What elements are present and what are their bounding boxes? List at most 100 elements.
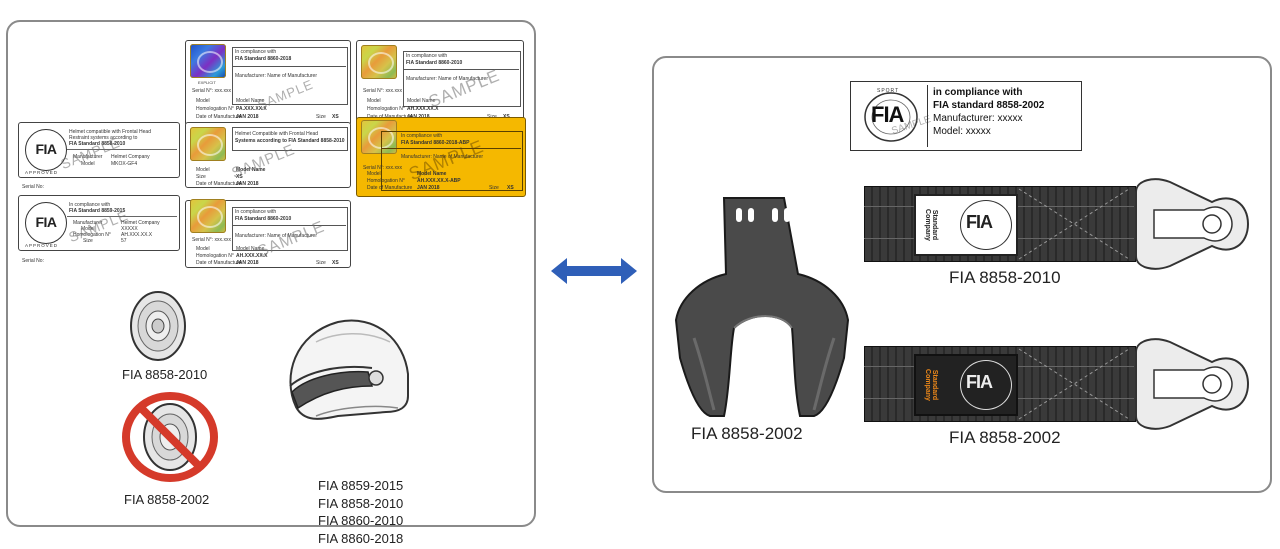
label-c-serial: Serial No: <box>22 184 44 190</box>
label-f-mfr-val: Helmet Company <box>121 220 160 226</box>
label-a-serial: Serial N°: xxx.xxx <box>192 88 231 94</box>
label-g-serial: Serial N°: xxx.xxx <box>192 237 231 243</box>
label-d-line2: Systems according to FIA Standard 8858-2… <box>235 138 345 144</box>
label-g-size-val: XS <box>332 260 339 266</box>
label-b-homol-key: Homologation N° <box>367 106 405 112</box>
label-a-homol-key: Homologation N° <box>196 106 234 112</box>
label-e-line3: Manufacturer: Name of Manufacturer <box>401 154 483 160</box>
label-d-model-val: Model Name <box>236 167 266 173</box>
label-e-model-val: Model Name <box>417 171 447 177</box>
label-line4: Model: xxxxx <box>933 126 991 137</box>
label-e: In compliance with FIA Standard 8860-201… <box>356 117 526 197</box>
label-d-line1: Helmet Compatible with Frontal Head <box>235 131 319 137</box>
label-a-homol-val: PA.XXX.XX.X <box>236 106 267 112</box>
tether-bottom-fia: FIA <box>966 372 993 392</box>
label-e-homol-key: Homologation N° <box>367 178 405 184</box>
label-a-date-key: Date of Manufacture <box>196 114 242 120</box>
caption-round-2010: FIA 8858-2010 <box>122 367 208 382</box>
left-panel: EXPLICIT In compliance with FIA Standard… <box>6 20 536 546</box>
label-g-model-val: Model Name <box>236 246 265 252</box>
label-e-serial: Serial N°: xxx.xxx <box>363 165 402 171</box>
label-e-line2: FIA Standard 8860-2018-ABP <box>401 140 470 146</box>
helmet-standards-list: FIA 8859-2015 FIA 8858-2010 FIA 8860-201… <box>318 477 403 547</box>
label-c-model-key: Model <box>81 161 95 167</box>
label-e-homol-val: AH.XXX.XX.X-ABP <box>417 178 461 184</box>
label-c-model-val: MKOX-GF4 <box>111 161 138 167</box>
label-g-model-key: Model <box>196 246 210 252</box>
label-c-line1: Helmet compatible with Frontal Head <box>69 129 151 135</box>
compliance-label-2002: SPORT FIA SAMPLE in compliance with FIA … <box>850 81 1082 151</box>
tether-top-tag-text: Standard Company <box>924 209 938 241</box>
label-f-model-key: Model <box>81 226 95 232</box>
right-panel: SPORT FIA SAMPLE in compliance with FIA … <box>652 56 1272 493</box>
hologram-icon <box>361 45 397 79</box>
tether-bottom-buckle-icon <box>1135 338 1250 430</box>
label-b-line1: In compliance with <box>406 53 448 59</box>
label-g-date-val: JAN 2018 <box>236 260 259 266</box>
hologram-icon <box>190 44 226 78</box>
label-b-model-key: Model <box>367 98 381 104</box>
label-b-serial: Serial N°: xxx.xxx <box>363 88 402 94</box>
label-g-date-key: Date of Manufacture <box>196 260 242 266</box>
label-d-size-key: Size <box>196 174 206 180</box>
caption-hans-2002: FIA 8858-2002 <box>691 424 803 443</box>
label-e-model-key: Model <box>367 171 381 177</box>
standard-item: FIA 8860-2018 <box>318 530 404 546</box>
tether-top-fia: FIA <box>966 212 993 232</box>
label-b-model-val: Model Name <box>407 98 436 104</box>
fia-logo-text: FIA <box>871 102 904 127</box>
fia-logo-top: SPORT <box>877 88 900 94</box>
label-d-date-key: Date of Manufacture <box>196 181 242 187</box>
label-g-line2: FIA Standard 8860-2010 <box>235 216 292 222</box>
tether-bottom-tag-text: Standard Company <box>924 369 938 401</box>
approved-text: APPROVED <box>25 243 59 248</box>
label-f-homol-val: AH.XXX.XX.X <box>121 232 153 238</box>
tether-bottom-tag: Standard Company FIA <box>914 354 1018 416</box>
fia-logo-icon: FIA <box>25 202 67 244</box>
fia-logo-icon: FIA <box>25 129 67 171</box>
fia-logo-icon <box>864 92 918 142</box>
label-d-date-val: JAN 2018 <box>236 181 259 187</box>
label-c: FIA APPROVED Helmet compatible with Fron… <box>18 122 180 178</box>
label-d: Helmet Compatible with Frontal Head Syst… <box>185 122 351 188</box>
tether-top-buckle-icon <box>1135 178 1250 270</box>
label-e-date-key: Date of Manufacture <box>367 185 413 191</box>
label-e-size-val: XS <box>507 185 514 191</box>
label-g-homol-key: Homologation N° <box>196 253 234 259</box>
label-line3: Manufacturer: xxxxx <box>933 113 1023 124</box>
label-c-line3: FIA Standard 8858-2010 <box>69 141 126 147</box>
label-c-mfr-val: Helmet Company <box>111 154 150 160</box>
holo-caption: EXPLICIT <box>198 80 216 85</box>
hans-device-icon <box>674 197 850 417</box>
label-d-model-key: Model <box>196 167 210 173</box>
tether-stitch-icon <box>1018 188 1130 260</box>
caption-tether-2002: FIA 8858-2002 <box>949 428 1061 447</box>
caption-tether-2010: FIA 8858-2010 <box>949 268 1061 287</box>
label-f-size-val: 57 <box>121 238 127 244</box>
label-b-line2: FIA Standard 8860-2010 <box>406 60 463 66</box>
approved-text: APPROVED <box>25 170 59 175</box>
label-a-date-val: JAN 2018 <box>236 114 259 120</box>
tether-top-tag: Standard Company FIA <box>914 194 1018 256</box>
prohibited-icon <box>122 392 218 482</box>
label-g-line3: Manufacturer: Name of Manufacturer <box>235 233 317 239</box>
hologram-icon <box>190 199 226 233</box>
label-g: In compliance with FIA Standard 8860-201… <box>185 199 351 268</box>
label-c-line2: Restraint systems according to <box>69 135 138 141</box>
standard-item: FIA 8860-2010 <box>318 513 404 528</box>
label-g-line1: In compliance with <box>235 209 277 215</box>
label-f-homol-key: Homologation N° <box>73 232 111 238</box>
label-a-model-val: Model Name <box>236 98 265 104</box>
hologram-icon <box>190 127 226 161</box>
label-f-line2: FIA Standard 8859-2015 <box>69 208 126 214</box>
label-f-line1: In compliance with <box>69 202 111 208</box>
label-a-model-key: Model <box>196 98 210 104</box>
tether-stitch-icon <box>1018 348 1130 420</box>
label-a-line1: In compliance with <box>235 49 277 55</box>
label-a-line3: Manufacturer: Name of Manufacturer <box>235 73 317 79</box>
label-f: FIA APPROVED In compliance with FIA Stan… <box>18 195 180 251</box>
label-a-size-key: Size <box>316 114 326 120</box>
label-d-size-val: XS <box>236 174 243 180</box>
label-b-line3: Manufacturer: Name of Manufacturer <box>406 76 488 82</box>
label-line1: in compliance with <box>933 87 1023 98</box>
